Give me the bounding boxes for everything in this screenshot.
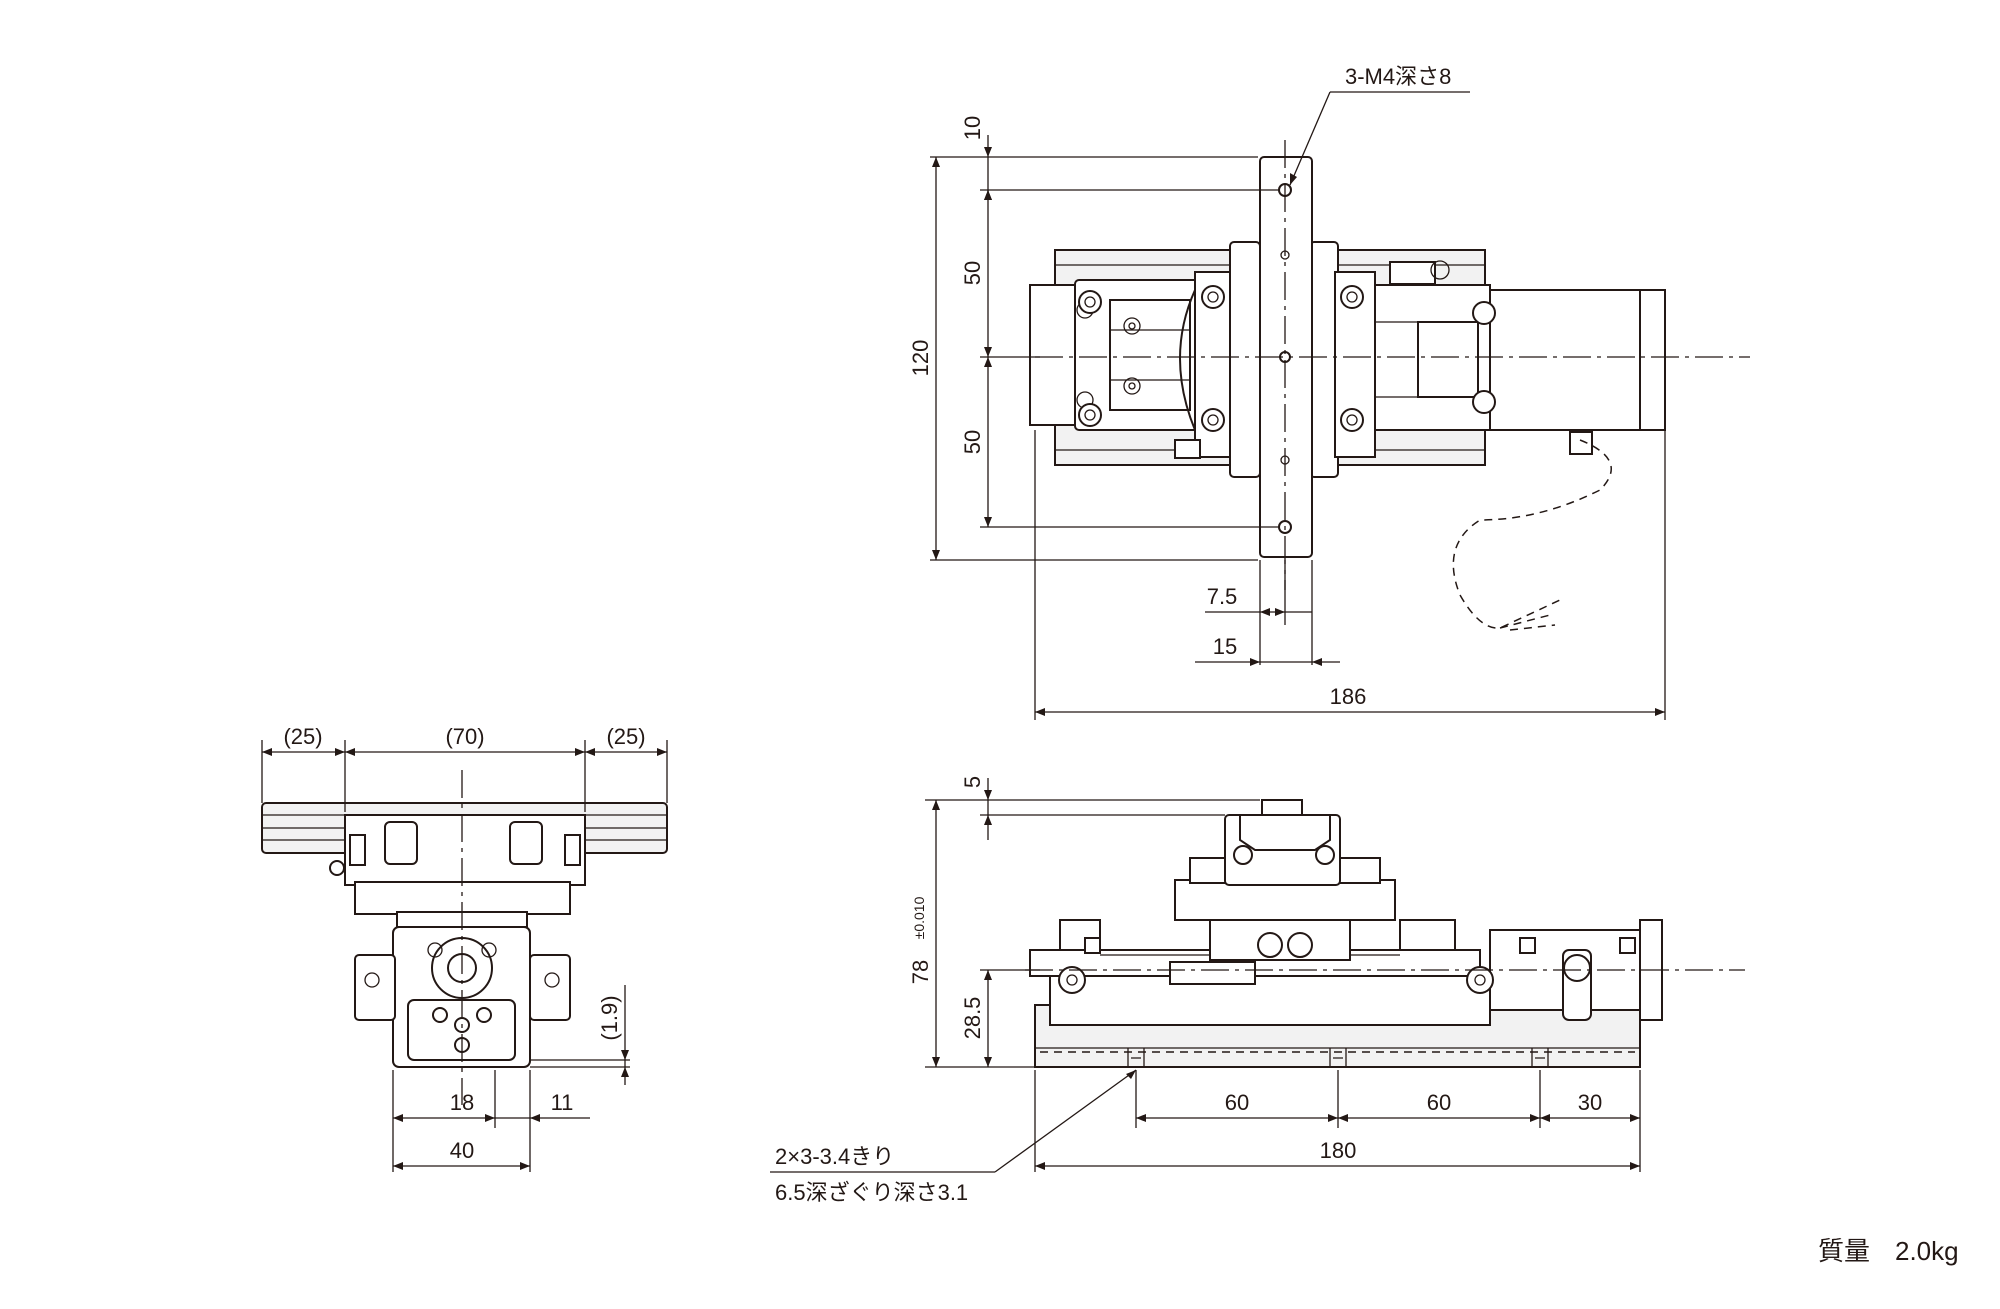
dim-11: 11 xyxy=(551,1090,574,1115)
dim-30: 30 xyxy=(1578,1090,1602,1115)
dim-70: (70) xyxy=(445,724,484,749)
mass-label: 質量 xyxy=(1818,1236,1870,1266)
end-view: (25) (70) (25) (1.9) 18 11 40 xyxy=(261,724,668,1172)
dim-120: 120 xyxy=(908,340,933,377)
dim-50-lower: 50 xyxy=(960,430,985,454)
dim-78-tolerance: ±0.010 xyxy=(911,896,927,939)
dim-25-right: (25) xyxy=(606,724,645,749)
dim-7-5: 7.5 xyxy=(1207,584,1238,609)
callout-3-m4: 3-M4深さ8 xyxy=(1345,64,1451,89)
dim-60-a: 60 xyxy=(1225,1090,1249,1115)
dim-78: 78 xyxy=(908,960,933,984)
dim-1-9: (1.9) xyxy=(597,995,622,1040)
dim-40: 40 xyxy=(450,1138,474,1163)
dim-50-upper: 50 xyxy=(960,261,985,285)
hole-note-line2: 6.5深ざぐり深さ3.1 xyxy=(775,1180,968,1205)
dim-18: 18 xyxy=(450,1090,474,1115)
dim-10: 10 xyxy=(960,116,985,140)
dim-60-b: 60 xyxy=(1427,1090,1451,1115)
dim-186: 186 xyxy=(1330,684,1367,709)
side-view: 5 78 ±0.010 28.5 60 60 30 180 2×3-3.4きり … xyxy=(770,776,1745,1205)
dim-5: 5 xyxy=(960,776,985,788)
top-view: 10 50 50 120 7.5 15 186 3-M4深さ8 xyxy=(908,64,1750,720)
dim-25-left: (25) xyxy=(283,724,322,749)
mass-value: 2.0kg xyxy=(1895,1236,1959,1266)
dim-28-5: 28.5 xyxy=(960,997,985,1040)
hole-note-line1: 2×3-3.4きり xyxy=(775,1144,894,1169)
dim-180: 180 xyxy=(1320,1138,1357,1163)
dim-15: 15 xyxy=(1213,634,1237,659)
